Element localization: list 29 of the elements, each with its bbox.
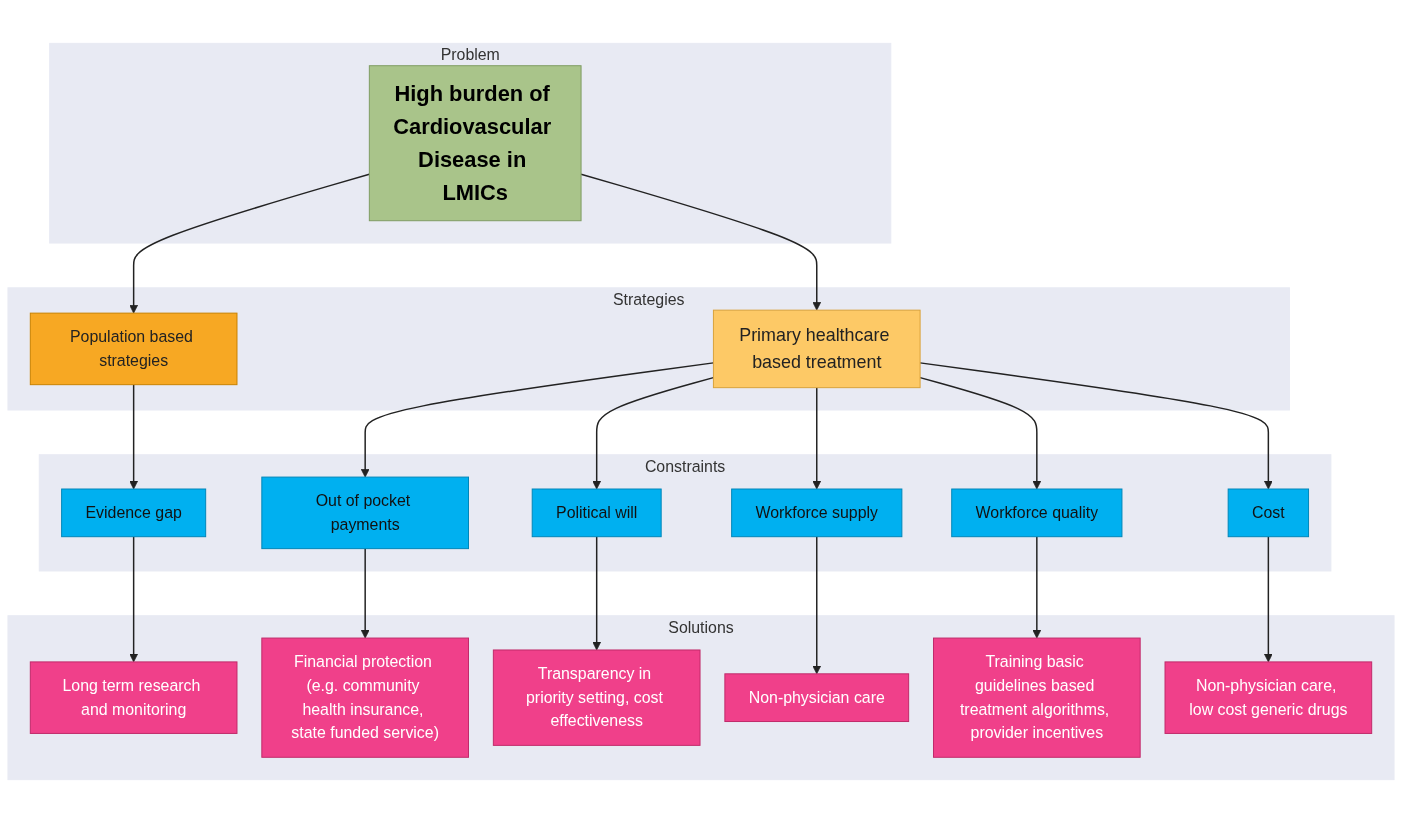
arrow — [360, 547, 370, 639]
node-box: Long term research and monitoring — [29, 661, 238, 734]
node-box: Non-physician care — [724, 673, 910, 722]
node-box: Cost — [1227, 488, 1310, 538]
node-box: Population based strategies — [29, 312, 238, 386]
arrow — [592, 376, 715, 490]
node-box: Financial protection (e.g. community health insurance, state funded service) — [261, 637, 469, 758]
node-box: High burden of Cardiovascular Disease in LMICs — [368, 65, 582, 222]
node-box: Workforce quality — [951, 488, 1123, 538]
arrow — [812, 386, 822, 490]
arrow — [592, 535, 602, 651]
node-box: Non-physician care, low cost generic drugs — [1164, 661, 1373, 734]
node-box: Evidence gap — [61, 488, 207, 538]
node-box: Workforce supply — [731, 488, 903, 538]
arrow — [919, 362, 1273, 490]
arrow — [580, 173, 822, 311]
arrow — [129, 383, 138, 490]
node-box: Primary healthcare based treatment — [712, 309, 921, 389]
node-box: Training basic guidelines based treatment algorithms, provider incentives — [933, 637, 1141, 758]
arrow — [360, 362, 715, 478]
arrow — [1032, 535, 1042, 639]
node-box: Transparency in priority setting, cost effectiveness — [492, 649, 701, 746]
node-box: Political will — [531, 488, 662, 538]
arrow — [129, 535, 138, 663]
node-box: Out of pocket payments — [261, 476, 469, 550]
arrow — [812, 535, 822, 675]
arrow — [1264, 535, 1273, 663]
arrow — [129, 173, 371, 314]
arrow — [919, 376, 1042, 490]
